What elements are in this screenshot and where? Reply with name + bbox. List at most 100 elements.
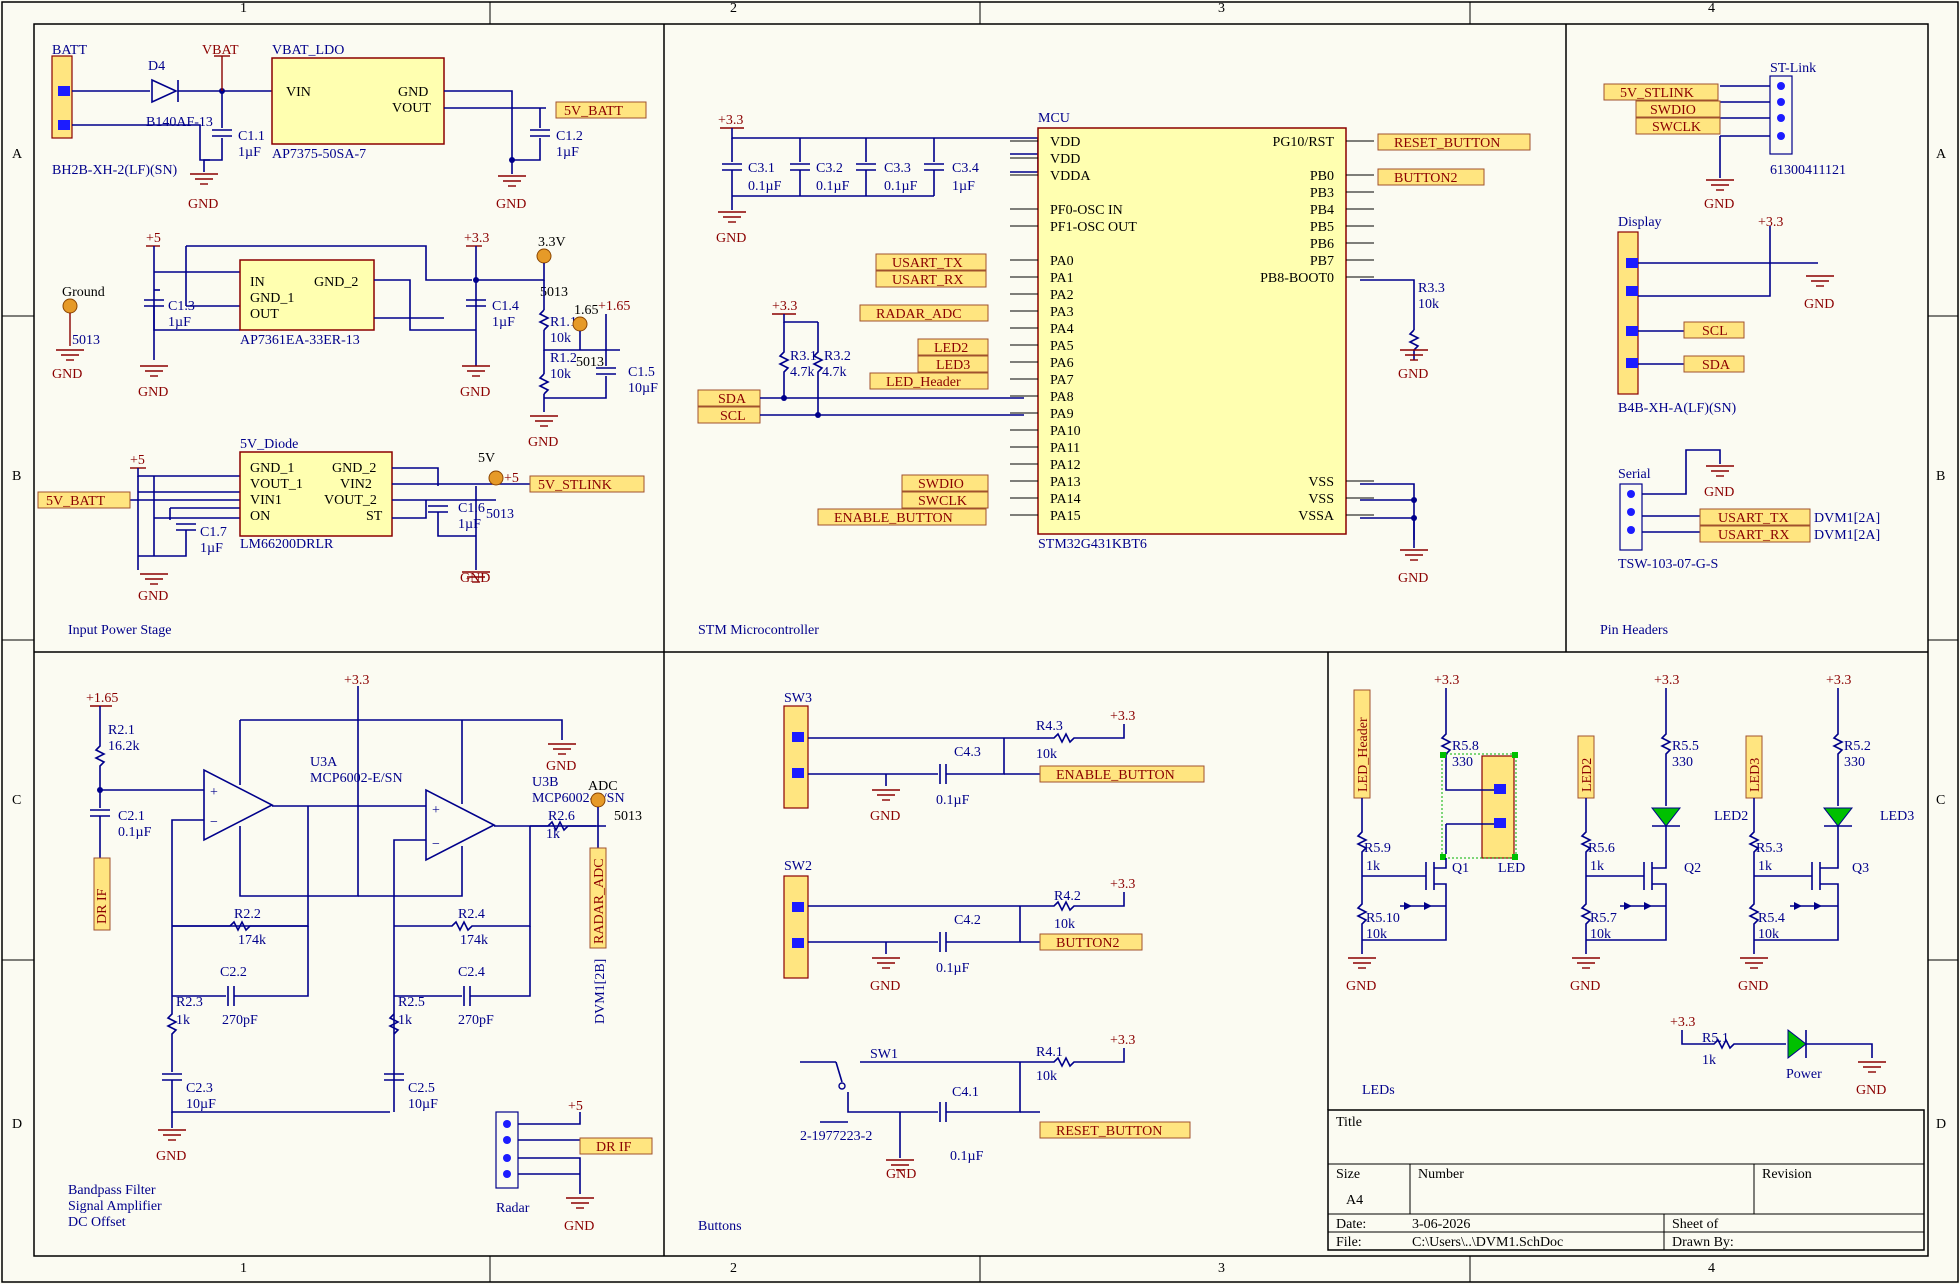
- ldo-vin: VIN: [286, 85, 311, 100]
- net-reset-button-text: RESET_BUTTON: [1394, 136, 1500, 151]
- sw1-label: SW1: [870, 1047, 898, 1062]
- r53-value: 1k: [1758, 859, 1772, 874]
- gnd-label-2: GND: [496, 197, 526, 212]
- u3a-label: U3A: [310, 755, 338, 770]
- p5-label-2: +5: [130, 453, 145, 468]
- r23-label: R2.3: [176, 995, 203, 1010]
- mcu-section: +3.3 C3.1 0.1µF C3.2 0.1µF C3.3 0.1µF C3…: [697, 111, 1531, 586]
- r21-value: 16.2k: [108, 739, 140, 754]
- stlink-gnd: GND: [1704, 197, 1734, 212]
- c33-label: C3.3: [884, 161, 911, 176]
- net-swdio-text: SWDIO: [918, 477, 964, 492]
- mcu-p33: +3.3: [718, 113, 743, 128]
- c25-label: C2.5: [408, 1081, 435, 1096]
- mcu-pin-label: PG10/RST: [1273, 135, 1335, 150]
- power-led-diode: [1787, 1028, 1807, 1060]
- diode-label: 5V_Diode: [240, 437, 298, 452]
- leds-section: LED_Header R5.9 1k R5.10 10k GND +3.3 R5…: [1346, 673, 1914, 1098]
- row-d-left: D: [12, 1117, 22, 1132]
- row-b-left: B: [12, 469, 21, 484]
- led-header-gnd: GND: [1346, 979, 1376, 994]
- tp-165-num: 5013: [576, 355, 604, 370]
- net-5v-stlink-2-text: 5V_STLINK: [1620, 86, 1694, 101]
- tb-revision: Revision: [1762, 1167, 1812, 1182]
- inner-border: [33, 23, 1929, 1257]
- led3-label: LED3: [1880, 809, 1914, 824]
- net-led3-text: LED3: [936, 358, 970, 373]
- net-5v-stlink-2: [1603, 83, 1719, 101]
- net-usart-tx-2-text: USART_TX: [1718, 511, 1789, 526]
- tb-title: Title: [1336, 1115, 1362, 1130]
- gnd-label-7: GND: [138, 589, 168, 604]
- stlink-part: 61300411121: [1770, 163, 1846, 178]
- tb-date: Date:: [1336, 1217, 1366, 1232]
- net-led2-text: LED2: [934, 341, 968, 356]
- gnd-label-8: GND: [460, 571, 490, 586]
- batt-pin-2: [58, 86, 70, 96]
- sw2-label: SW2: [784, 859, 812, 874]
- net-led3: [917, 355, 989, 373]
- c25-value: 10µF: [408, 1097, 438, 1112]
- r31-label: R3.1: [790, 349, 817, 364]
- net-led2: [917, 338, 989, 356]
- vbat-label: VBAT: [202, 43, 239, 58]
- gnd-label-4: GND: [138, 385, 168, 400]
- r21-label: R2.1: [108, 723, 135, 738]
- mcu-pin-label: PA5: [1050, 339, 1074, 354]
- d-vin2: VIN2: [340, 477, 372, 492]
- section-title-buttons: Buttons: [698, 1219, 742, 1234]
- c42-label: C4.2: [954, 913, 981, 928]
- mcu-pin-label: PB7: [1310, 254, 1334, 269]
- batt-pin-1: [58, 120, 70, 130]
- serial-label: Serial: [1618, 467, 1651, 482]
- mcu-pin-label: PA8: [1050, 390, 1074, 405]
- led3-gnd: GND: [1738, 979, 1768, 994]
- net-led-header: [869, 372, 989, 390]
- r32-label: R3.2: [824, 349, 851, 364]
- testpoint-3v3: [536, 248, 552, 264]
- p33-label-1: +3.3: [464, 231, 489, 246]
- r32-value: 4.7k: [822, 365, 847, 380]
- c43-value: 0.1µF: [936, 793, 970, 808]
- c31-value: 0.1µF: [748, 179, 782, 194]
- r510-value: 10k: [1366, 927, 1387, 942]
- c34-label: C3.4: [952, 161, 979, 176]
- testpoint-5v: [488, 470, 504, 486]
- c42-value: 0.1µF: [936, 961, 970, 976]
- u3b-plus: +: [432, 803, 440, 818]
- reg-in: IN: [250, 275, 265, 290]
- tb-date-value: 3-06-2026: [1412, 1217, 1470, 1232]
- display-gnd: GND: [1804, 297, 1834, 312]
- mcu-pin-label: PA10: [1050, 424, 1081, 439]
- net-led3-2-text: LED3: [1748, 758, 1763, 792]
- net-radar-adc-text: RADAR_ADC: [876, 307, 962, 322]
- filter-section: +1.65 R2.1 16.2k C2.1 0.1µF DR IF + − U3…: [86, 673, 653, 1234]
- net-5v-stlink-1-text: 5V_STLINK: [538, 478, 612, 493]
- mcu-pin-label: VDDA: [1050, 169, 1091, 184]
- r22-label: R2.2: [234, 907, 261, 922]
- section-title-filter-1: Bandpass Filter: [68, 1183, 156, 1198]
- power-led-gnd: GND: [1856, 1083, 1886, 1098]
- mcu-gnd-2: GND: [1398, 367, 1428, 382]
- col-2-bottom: 2: [730, 1261, 737, 1276]
- c17-value: 1µF: [200, 541, 223, 556]
- c24-value: 270pF: [458, 1013, 494, 1028]
- u3b-minus: −: [432, 837, 440, 852]
- net-radar-adc-2: [589, 847, 607, 949]
- c22-label: C2.2: [220, 965, 247, 980]
- testpoint-adc: [590, 792, 606, 808]
- mcu-gnd-1: GND: [716, 231, 746, 246]
- section-title-headers: Pin Headers: [1600, 623, 1668, 638]
- net-enable-button-text: ENABLE_BUTTON: [834, 511, 953, 526]
- r11-label: R1.1: [550, 315, 577, 330]
- net-drif-1-text: DR IF: [95, 888, 110, 924]
- mcu-pin-label: PA6: [1050, 356, 1074, 371]
- led3-p33: +3.3: [1826, 673, 1851, 688]
- r57-label: R5.7: [1590, 911, 1617, 926]
- d-vin1: VIN1: [250, 493, 282, 508]
- section-title-filter-3: DC Offset: [68, 1215, 126, 1230]
- led2-label: LED2: [1714, 809, 1748, 824]
- radar-gnd: GND: [564, 1219, 594, 1234]
